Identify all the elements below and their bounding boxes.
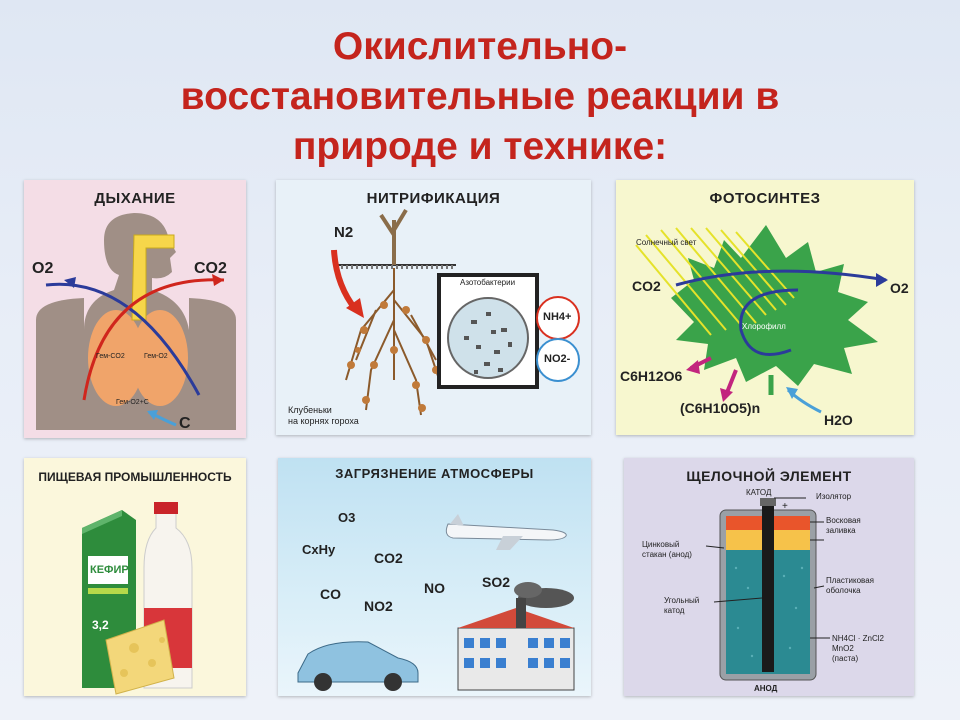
nitrification-illustration xyxy=(331,208,580,416)
title-line-3: природе и технике: xyxy=(292,125,668,168)
nitrification-caption-line2: на корнях гороха xyxy=(288,416,359,426)
plant-stem xyxy=(379,208,408,265)
pollution-no2-label: NO2 xyxy=(364,598,393,614)
battery-carbon-line1: Угольный xyxy=(664,596,700,605)
panel-food: ПИЩЕВАЯ ПРОМЫШЛЕННОСТЬ КЕФИР 3,2 xyxy=(24,458,246,696)
breathing-c-label: C xyxy=(179,415,191,432)
car xyxy=(297,641,419,683)
photosynthesis-glucose-label: C6H12O6 xyxy=(620,368,683,384)
battery-cathode-top-label: КАТОД xyxy=(746,488,772,497)
pollution-o3-label: O3 xyxy=(338,510,356,525)
panel-nitrification: НИТРИФИКАЦИЯ xyxy=(276,180,591,435)
lung-right-shape xyxy=(132,310,188,406)
battery-illustration xyxy=(705,497,830,681)
battery-wax-line2: заливка xyxy=(826,526,856,535)
photosynthesis-starch-label: (C6H10O5)n xyxy=(680,400,761,416)
panel-title-photosynthesis: ФОТОСИНТЕЗ xyxy=(709,190,821,207)
photosynthesis-illustration xyxy=(635,225,888,414)
photosynthesis-o2-label: O2 xyxy=(890,280,909,296)
panel-title-nitrification: НИТРИФИКАЦИЯ xyxy=(366,190,501,207)
pollution-no-label: NO xyxy=(424,580,445,596)
slide-title: Окислительно- восстановительные реакции … xyxy=(0,22,960,172)
breathing-lung-right-label: Гем-O2 xyxy=(144,353,168,360)
no2-circle xyxy=(536,338,580,382)
panel-title-breathing: ДЫХАНИЕ xyxy=(94,190,176,207)
battery-plus-label: + xyxy=(782,501,788,512)
food-illustration xyxy=(82,502,193,695)
pollution-co-label: CO xyxy=(320,586,341,602)
nitrification-bacteria-label: Азотобактерии xyxy=(460,278,516,287)
pollution-co2-label: CO2 xyxy=(374,550,403,566)
nitrification-caption-line1: Клубеньки xyxy=(288,405,332,415)
food-fat-label: 3,2 xyxy=(92,618,109,632)
panel-breathing: ДЫХАНИЕ O2 CO2 C Гем-CO2 Гем-O2 Гем-O2+C xyxy=(24,180,246,438)
pollution-cxhy-label: CxHy xyxy=(302,542,336,557)
panel-battery: ЩЕЛОЧНОЙ ЭЛЕМЕНТ КАТОД + Изолятор Восков… xyxy=(624,458,914,696)
panel-title-food: ПИЩЕВАЯ ПРОМЫШЛЕННОСТЬ xyxy=(38,470,232,484)
carbon-rod xyxy=(762,504,774,672)
co2-o2-arrow xyxy=(675,269,887,287)
battery-paste-line2: MnO2 xyxy=(832,644,854,653)
nitrification-no2-label: NO2- xyxy=(544,353,571,365)
lung-left-shape xyxy=(88,310,144,406)
title-line-2: восстановительные реакции в xyxy=(180,75,780,118)
battery-plastic-line1: Пластиковая xyxy=(826,576,874,585)
battery-wax-line1: Восковая xyxy=(826,516,861,525)
airplane xyxy=(445,523,567,541)
title-line-1: Окислительно- xyxy=(332,25,628,68)
panel-title-pollution: ЗАГРЯЗНЕНИЕ АТМОСФЕРЫ xyxy=(335,466,534,481)
breathing-bottom-label: Гем-O2+C xyxy=(116,399,149,406)
pollution-so2-label: SO2 xyxy=(482,574,511,590)
cycle-arrow xyxy=(739,288,799,356)
breathing-co2-label: CO2 xyxy=(194,260,227,277)
breathing-illustration xyxy=(36,213,236,430)
pollution-illustration xyxy=(297,514,575,691)
factory xyxy=(457,627,575,691)
panel-photosynthesis: ФОТОСИНТЕЗ Солнечный свет CO2 O2 Хлорофи… xyxy=(616,180,914,435)
nitrification-n2-label: N2 xyxy=(334,224,354,241)
food-kefir-label: КЕФИР xyxy=(90,564,129,576)
battery-zinc-line1: Цинковый xyxy=(642,540,680,549)
photosynthesis-co2-label: CO2 xyxy=(632,278,661,294)
battery-anode-label: АНОД xyxy=(754,684,778,693)
n2-arrow xyxy=(331,249,359,312)
breathing-o2-label: O2 xyxy=(32,260,54,277)
photosynthesis-sunlight-label: Солнечный свет xyxy=(636,238,697,247)
co2-arrow xyxy=(82,278,225,401)
breathing-lung-left-label: Гем-CO2 xyxy=(96,353,125,360)
photosynthesis-chlorophyll-label: Хлорофилл xyxy=(742,322,786,331)
panel-title-battery: ЩЕЛОЧНОЙ ЭЛЕМЕНТ xyxy=(686,468,852,484)
battery-carbon-line2: катод xyxy=(664,606,685,615)
battery-paste-line1: NH4Cl · ZnCl2 xyxy=(832,634,885,643)
battery-plastic-line2: оболочка xyxy=(826,586,861,595)
battery-insulator-label: Изолятор xyxy=(816,492,852,501)
panel-pollution: ЗАГРЯЗНЕНИЕ АТМОСФЕРЫ O3 CxHy CO2 CO NO … xyxy=(278,458,591,696)
photosynthesis-water-label: H2O xyxy=(824,412,853,428)
battery-zinc-line2: стакан (анод) xyxy=(642,550,692,559)
nitrification-nh4-label: NH4+ xyxy=(543,311,572,323)
battery-paste-line3: (паста) xyxy=(832,654,859,663)
